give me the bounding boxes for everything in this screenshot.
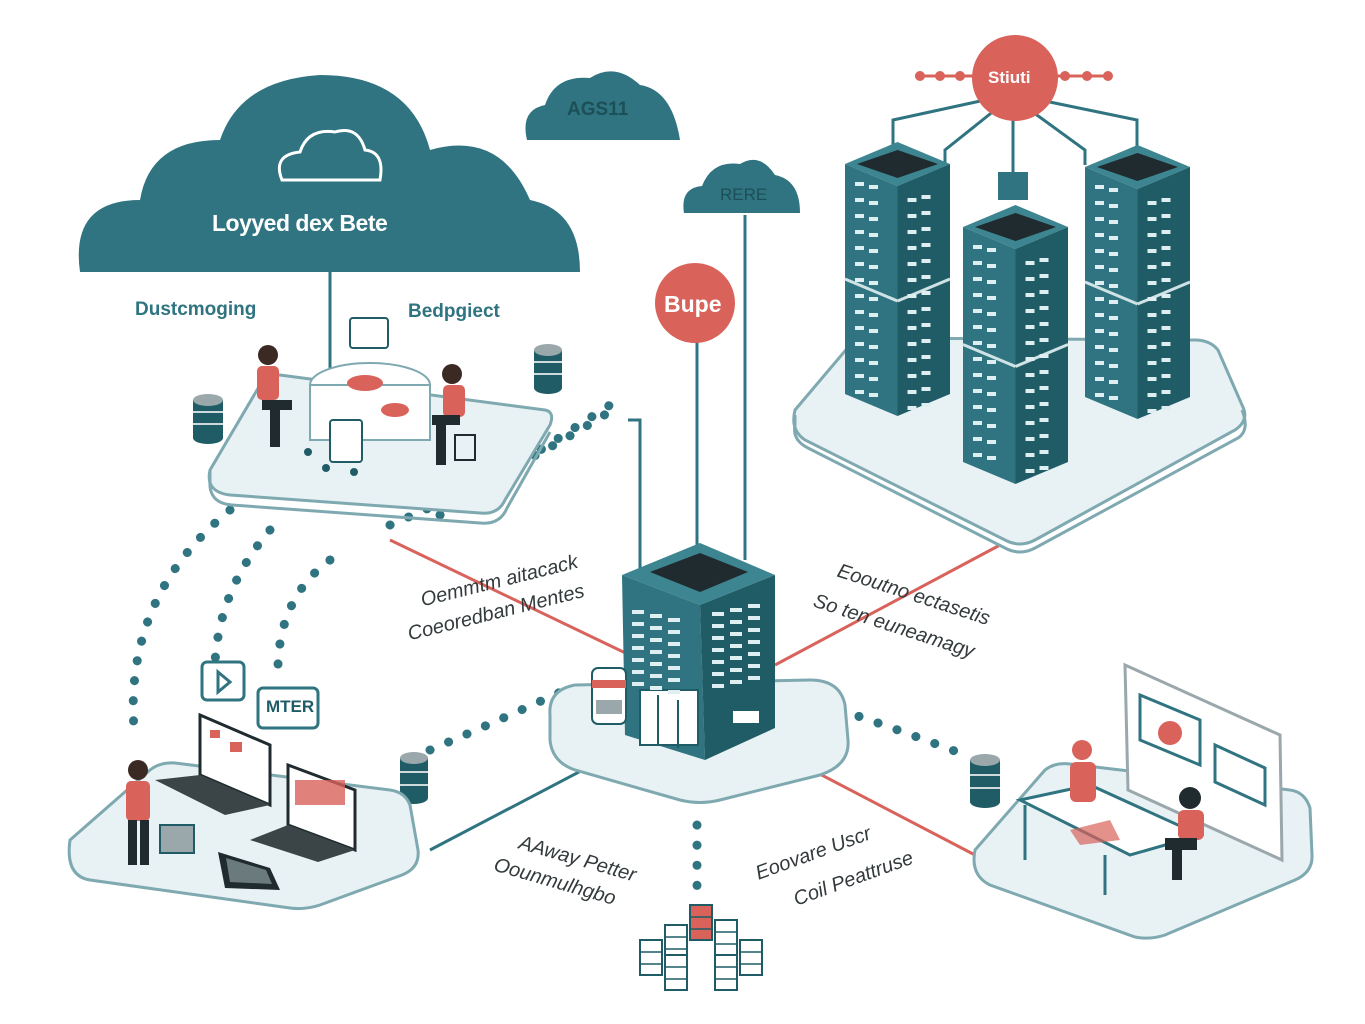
storage-block: [714, 919, 738, 956]
tablet-icon: [218, 852, 280, 890]
badge-bupe-label: Bupe: [664, 291, 722, 317]
cloud-icon: [277, 129, 383, 182]
laptop-icon: [155, 712, 272, 815]
storage-block: [714, 954, 738, 991]
main-cloud: [78, 75, 580, 272]
dotted-arc-1: [128, 505, 235, 745]
tree-right: [1039, 98, 1139, 150]
laptop-icon: [250, 762, 357, 862]
monitor-icon: [1123, 662, 1284, 863]
tree-left-2: [943, 108, 996, 165]
connectors: [128, 71, 1139, 895]
person-standing: [126, 760, 150, 865]
database-icon: [534, 344, 562, 394]
storage-block: [639, 939, 663, 976]
cloud-rere-label: RERE: [720, 185, 768, 204]
server-tower: [962, 205, 1069, 484]
person-left: [257, 345, 292, 447]
hub-server: [622, 543, 775, 760]
database-icon: [970, 754, 1000, 808]
storage-block: [689, 904, 713, 941]
mter-tag-box: [256, 686, 320, 730]
toolbox-icon: [159, 824, 195, 854]
badge-stiuti: [972, 35, 1058, 121]
dotted-arc-5: [435, 400, 615, 520]
desk: [1015, 783, 1205, 895]
tree-right-2: [1029, 108, 1087, 165]
server-tower: [844, 142, 951, 416]
server-jar-icon: [591, 667, 627, 725]
alert-icon: [1158, 721, 1182, 745]
dotted-arc-3: [273, 555, 335, 685]
cloud-title: Loyyed dex Bete: [212, 210, 388, 236]
cloud-ags: [525, 71, 680, 140]
badge-stiuti-label: Stiuti: [988, 68, 1031, 87]
tree-connector-box: [998, 172, 1028, 200]
badge-bupe: [655, 263, 735, 343]
hub-windows: [632, 604, 760, 694]
label-bedpgiect: Bedpgiect: [408, 301, 500, 322]
dotted-link-right: [835, 705, 970, 760]
server-towers: [844, 142, 1191, 484]
cloud-rere: [683, 159, 800, 213]
tag-icon: [200, 660, 246, 702]
teal-link-hub-top: [628, 418, 642, 575]
person-sitting-left: [1070, 740, 1096, 802]
tree-left: [891, 98, 986, 150]
person-right: [432, 364, 476, 465]
person-sitting-right: [1165, 787, 1204, 880]
team-platform: [207, 317, 554, 525]
storage-block: [739, 939, 763, 976]
red-link-team: [389, 538, 641, 662]
server-tower: [1084, 145, 1191, 419]
label-mter: MTER: [266, 697, 315, 716]
dotted-arc-2: [210, 525, 275, 695]
cloud-ags-label: AGS11: [567, 99, 629, 120]
dotted-link-left: [425, 685, 570, 755]
table-tablet: [349, 317, 389, 349]
storage-blocks: [639, 904, 763, 991]
storage-block: [664, 954, 688, 991]
label-dustcmoging: Dustcmoging: [135, 299, 257, 320]
database-icon: [193, 394, 223, 444]
red-link-servers: [774, 543, 1001, 667]
